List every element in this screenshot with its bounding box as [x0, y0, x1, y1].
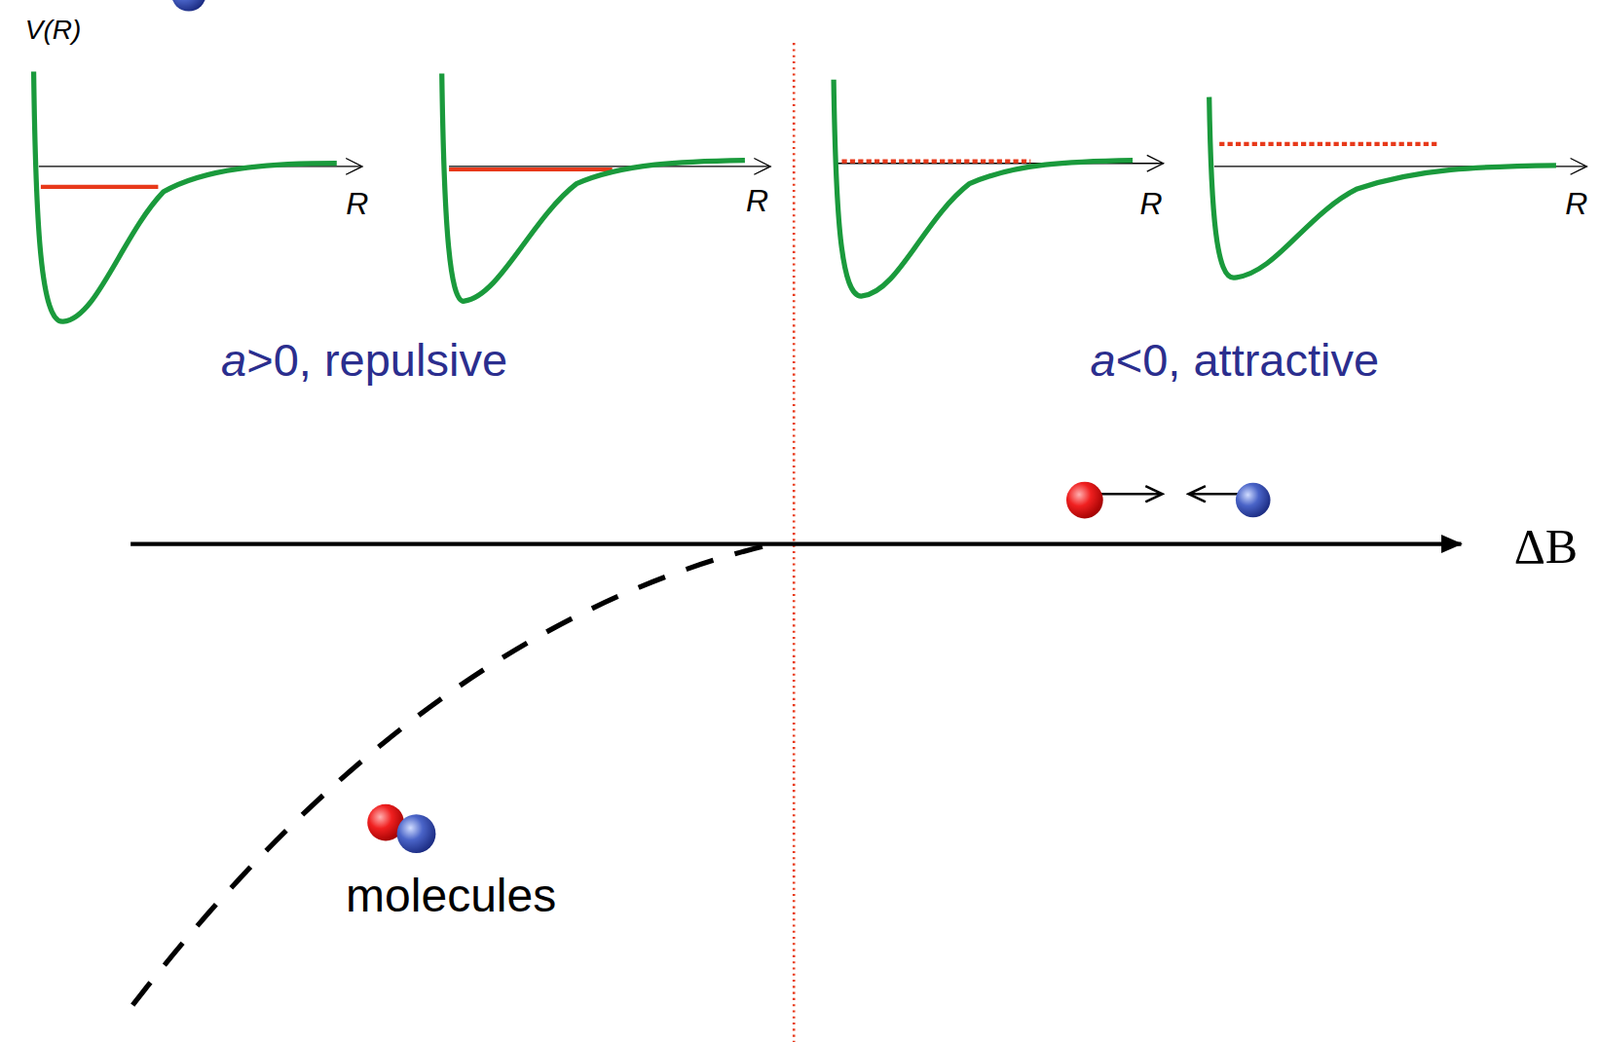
- axis-label: R: [1139, 186, 1162, 222]
- axis-label: R: [1564, 186, 1588, 222]
- potential-well: [833, 79, 1163, 297]
- field-axis: [130, 541, 1461, 546]
- potential-well: [34, 71, 363, 322]
- potential-well: [442, 74, 771, 302]
- molecule: [367, 804, 436, 854]
- regime-label: a<0, attractive: [1090, 334, 1380, 386]
- axis-label: R: [345, 186, 369, 222]
- bound-state-curve: [132, 543, 778, 1006]
- molecule-label: molecules: [345, 870, 557, 923]
- axis-label: V(R): [25, 15, 82, 46]
- axis-label: ΔB: [1514, 519, 1579, 573]
- regime-label: a>0, repulsive: [221, 334, 508, 386]
- free-atoms: [1066, 482, 1271, 520]
- potential-well: [1209, 97, 1588, 279]
- axis-label: R: [745, 185, 769, 220]
- atom-blue: [171, 0, 207, 12]
